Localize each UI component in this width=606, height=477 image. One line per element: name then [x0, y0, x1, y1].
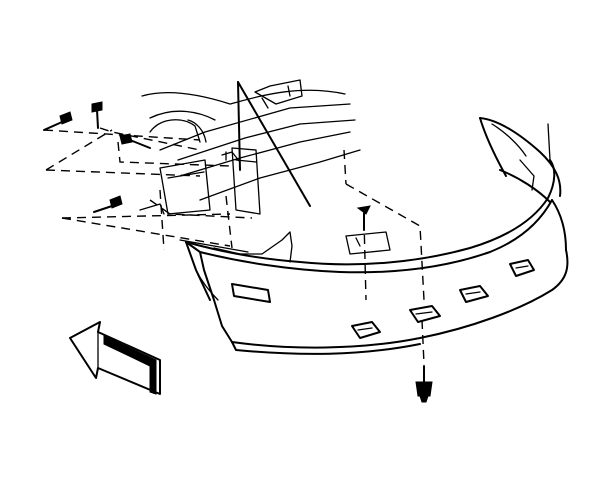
bolt-icon	[93, 195, 165, 215]
alignment-lines	[43, 127, 425, 365]
fascia-retainer-tabs	[351, 259, 535, 339]
bolt-icon	[43, 111, 73, 131]
bumper-fascia	[185, 117, 569, 355]
vehicle-rear-body	[141, 79, 391, 255]
fascia-bolts-left	[43, 101, 165, 215]
bolt-icon	[91, 101, 103, 129]
fascia-bolt-bottom	[415, 365, 433, 403]
view-direction-arrow	[69, 321, 161, 395]
bolt-icon	[119, 133, 151, 149]
fascia-bolt-top	[356, 205, 371, 231]
callout-lines	[179, 81, 311, 253]
